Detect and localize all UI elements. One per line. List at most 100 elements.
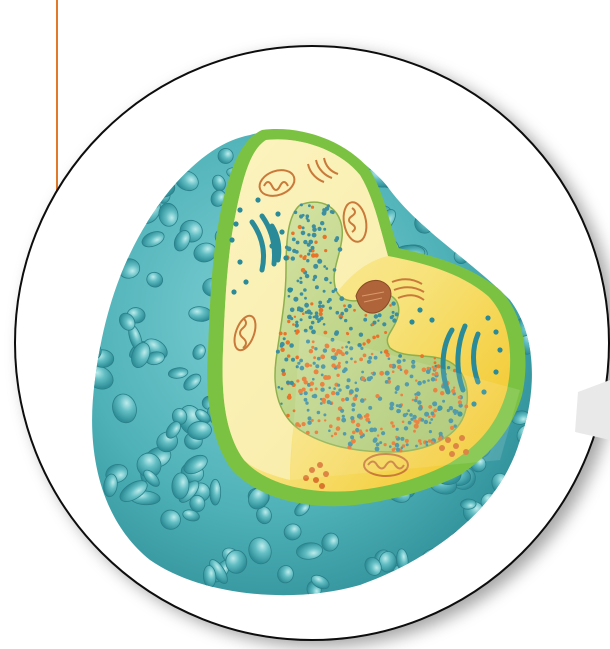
chromatin-dot [324,331,328,335]
vesicle [283,255,288,260]
chromatin-dot [334,288,337,291]
chromatin-dot [434,357,436,359]
chromatin-dot [447,366,450,369]
chromatin-dot [384,331,387,334]
chromatin-dot [290,381,294,385]
surface-bump [218,148,234,164]
chromatin-dot [364,314,367,317]
chromatin-dot [280,348,284,352]
chromatin-dot [315,285,319,289]
chromatin-dot [306,217,309,220]
chromatin-dot [308,315,312,319]
chromatin-dot [329,282,331,284]
chromatin-dot [288,295,291,298]
chromatin-dot [310,302,313,305]
chromatin-dot [313,316,316,319]
vesicle [229,237,234,242]
chromatin-dot [300,203,303,206]
chromatin-dot [290,308,295,313]
chromatin-dot [327,204,330,207]
chromatin-dot [303,240,307,244]
chromatin-dot [323,290,326,293]
chromatin-dot [291,256,295,260]
chromatin-dot [312,233,317,238]
chromatin-dot [283,332,286,335]
chromatin-dot [312,224,316,228]
chromatin-dot [348,304,352,308]
chromatin-dot [391,301,395,305]
chromatin-dot [420,354,424,358]
chromatin-dot [346,332,349,335]
chromatin-dot [308,204,311,207]
chromatin-dot [323,323,326,326]
chromatin-dot [306,309,311,314]
chromatin-dot [319,312,323,316]
chromatin-dot [329,307,332,310]
chromatin-dot [319,308,324,313]
chromatin-dot [374,314,378,318]
chromatin-dot [302,312,305,315]
chromatin-dot [286,381,290,385]
chromatin-dot [304,297,307,300]
vesicle [429,317,434,322]
chromatin-dot [318,301,322,305]
chromatin-dot [302,226,305,229]
vesicle [279,229,284,234]
chromatin-dot [297,309,300,312]
chromatin-dot [323,265,326,268]
surface-bump [226,550,247,573]
chromatin-dot [318,305,322,309]
chromatin-dot [311,253,316,258]
chromatin-dot [322,211,327,216]
chromatin-dot [344,319,347,322]
chromatin-dot [311,246,315,250]
chromatin-dot [376,335,379,338]
chromatin-dot [281,387,284,390]
chromatin-dot [391,315,394,318]
chromatin-dot [317,259,322,264]
chromatin-dot [299,281,302,284]
chromatin-dot [362,342,365,345]
chromatin-dot [284,358,288,362]
chromatin-dot [377,320,379,322]
chromatin-dot [339,296,344,301]
chromatin-dot [311,206,314,209]
vesicle [417,307,422,312]
chromatin-dot [303,288,307,292]
chromatin-dot [281,369,285,373]
chromatin-dot [389,304,392,307]
chromatin-dot [301,268,306,273]
vesicle [233,221,238,226]
chromatin-dot [307,243,311,247]
chromatin-dot [353,309,356,312]
chromatin-dot [333,268,337,272]
chromatin-dot [295,321,298,324]
chromatin-dot [305,274,309,278]
chromatin-dot [287,354,290,357]
chromatin-dot [382,322,386,326]
chromatin-dot [280,342,285,347]
chromatin-dot [395,312,399,316]
vesicle [485,315,490,320]
chromatin-dot [289,343,294,348]
chromatin-dot [299,255,302,258]
chromatin-dot [331,211,335,215]
chromatin-dot [290,317,293,320]
chromatin-dot [280,403,282,405]
chromatin-dot [299,277,302,280]
chromatin-dot [292,249,296,253]
chromatin-dot [372,336,376,340]
chromatin-dot [315,311,318,314]
chromatin-dot [344,308,348,312]
vesicle [275,211,280,216]
chromatin-dot [307,253,310,256]
vesicle [493,369,498,374]
vesicle [493,329,498,334]
chromatin-dot [340,312,344,316]
chromatin-dot [297,280,300,283]
chromatin-dot [294,316,296,318]
vesicle [237,259,242,264]
chromatin-dot [324,249,327,252]
chromatin-dot [291,232,295,236]
vesicle [497,347,502,352]
